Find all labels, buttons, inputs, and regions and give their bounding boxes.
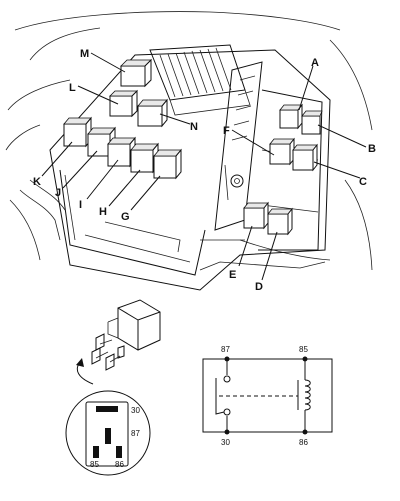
relay-schematic: 87 85 30 86 <box>202 345 333 447</box>
relay-a <box>279 103 303 130</box>
socket-outline <box>85 401 129 467</box>
schematic-pin-30: 30 <box>221 438 230 447</box>
schematic-pin-87: 87 <box>221 345 230 354</box>
socket-pin-30: 30 <box>131 406 140 415</box>
relay-h <box>130 142 159 174</box>
callout-c: C <box>359 176 367 188</box>
pin-86-slot <box>116 446 122 458</box>
relay-m <box>120 58 152 88</box>
relay-c <box>292 143 318 172</box>
socket-pin-87: 87 <box>131 429 140 438</box>
relay-group <box>63 58 323 236</box>
relay-l <box>109 89 138 118</box>
callout-h: H <box>99 206 107 218</box>
callout-labels: A B C D E F G H I J K L M N <box>33 48 376 293</box>
relay-pin-detail: 30 87 85 86 <box>65 299 161 476</box>
relay-g <box>153 148 182 180</box>
callout-b: B <box>368 143 376 155</box>
socket-pin-85: 85 <box>90 460 99 469</box>
relay-f <box>269 137 295 166</box>
relay-b <box>301 110 323 135</box>
callout-d: D <box>255 281 263 293</box>
arrow-head-icon <box>76 358 84 367</box>
relay-e <box>243 201 269 230</box>
callout-leaders <box>41 52 367 281</box>
callout-e: E <box>229 269 236 281</box>
relay-cube <box>91 299 161 371</box>
pin-30-slot <box>96 406 118 412</box>
schematic-pin-86: 86 <box>299 438 308 447</box>
callout-m: M <box>80 48 89 60</box>
engine-bay-illustration <box>5 11 373 291</box>
socket-pin-86: 86 <box>115 460 124 469</box>
relay-n <box>137 98 168 128</box>
callout-a: A <box>311 57 319 69</box>
callout-g: G <box>121 211 130 223</box>
schematic-pin-85: 85 <box>299 345 308 354</box>
relay-j <box>87 126 116 158</box>
pin-socket-view: 30 87 85 86 <box>65 390 151 476</box>
callout-k: K <box>33 176 41 188</box>
callout-n: N <box>190 121 198 133</box>
pin-87-slot <box>105 428 111 444</box>
callout-j: J <box>55 187 61 199</box>
callout-l: L <box>69 82 76 94</box>
relay-k <box>63 116 92 148</box>
schematic-frame <box>202 358 333 433</box>
relay-d <box>267 207 293 236</box>
callout-i: I <box>79 199 82 211</box>
pin-85-slot <box>93 446 99 458</box>
callout-f: F <box>223 125 230 137</box>
